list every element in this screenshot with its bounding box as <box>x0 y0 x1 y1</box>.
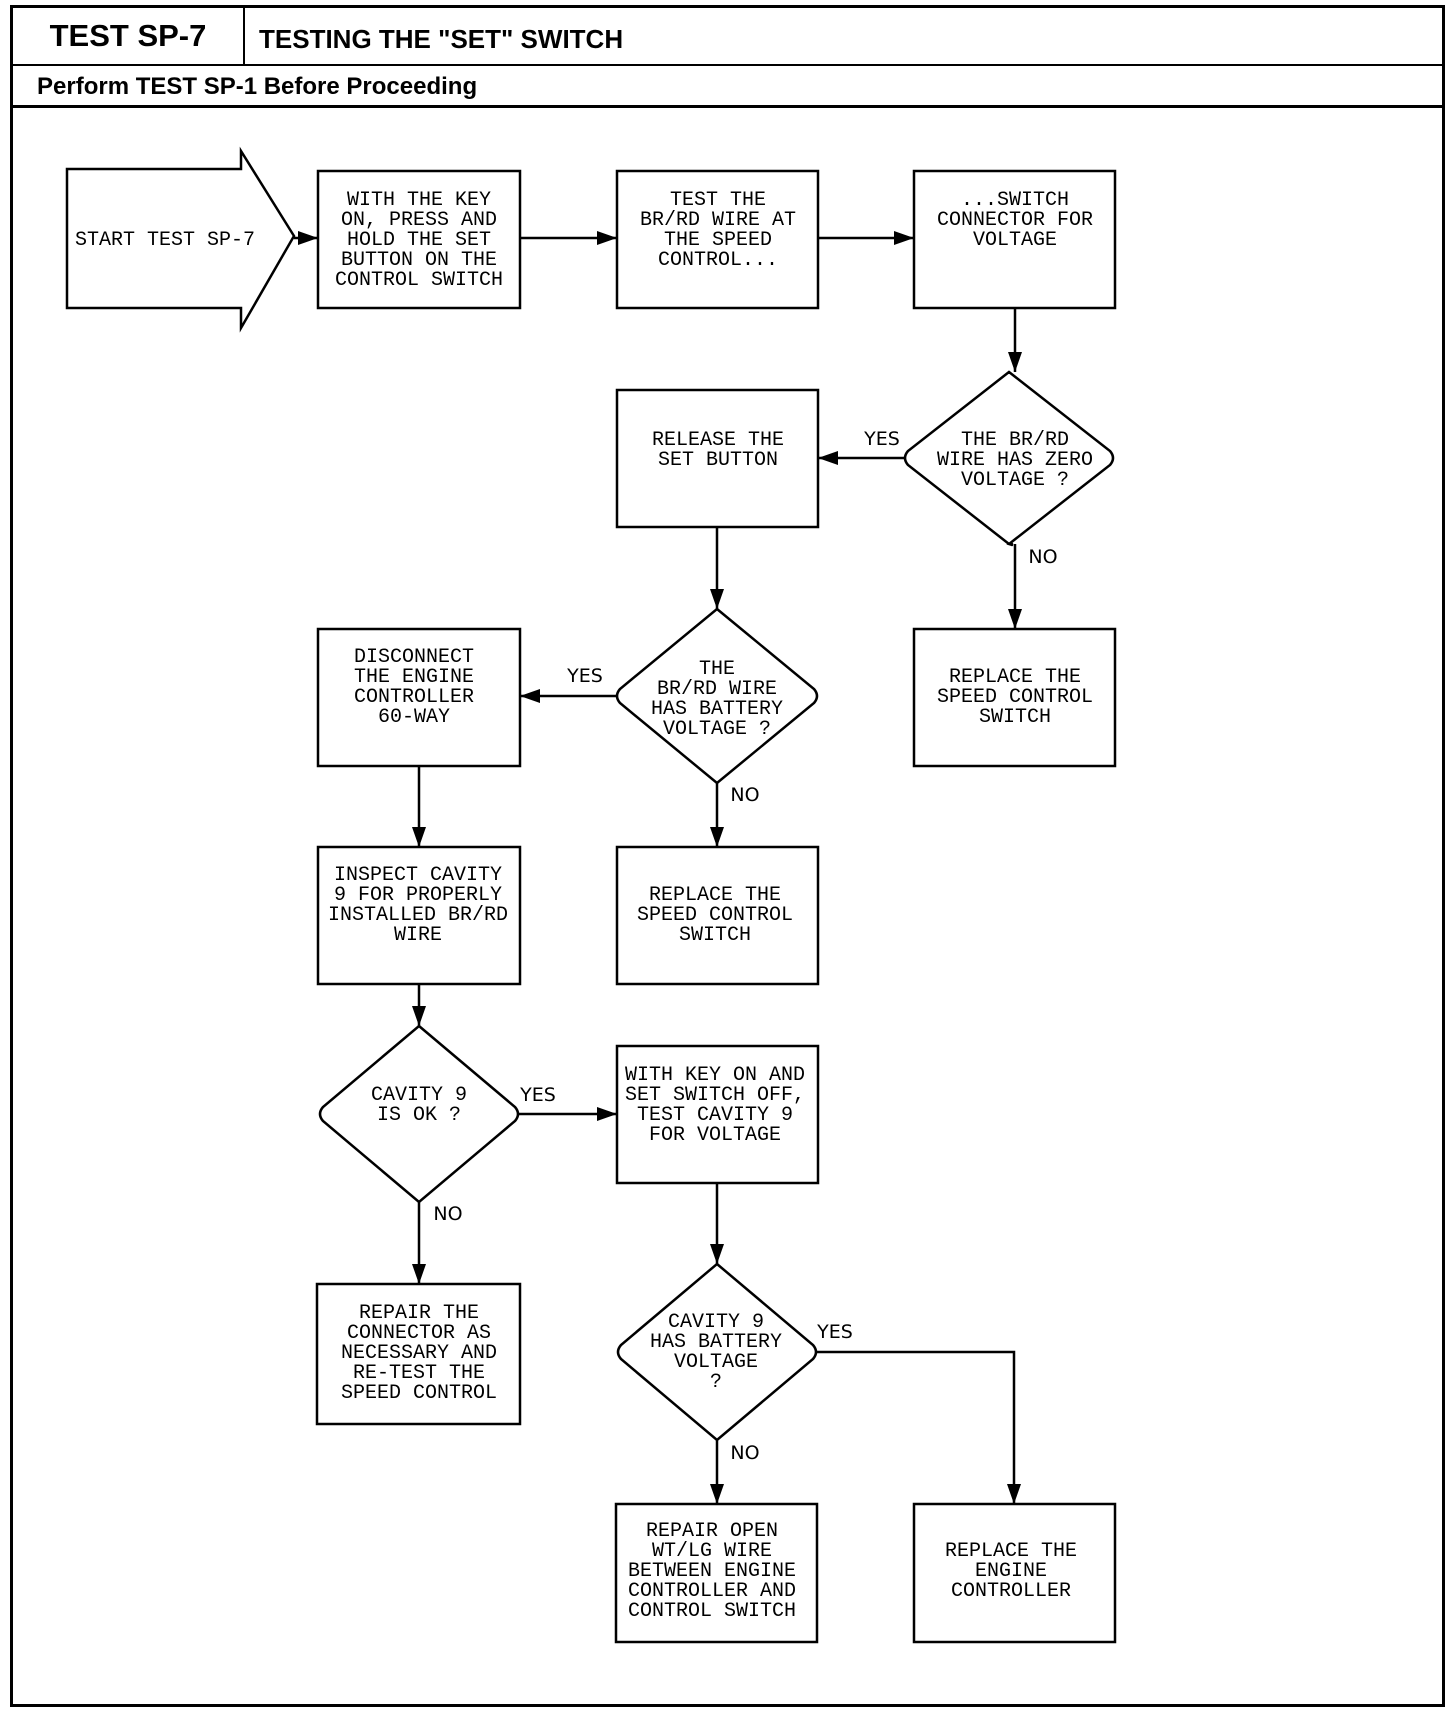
node-text-line: INSPECT CAVITY <box>334 864 502 887</box>
node-text-line: NECESSARY AND <box>341 1342 497 1365</box>
node-text-line: VOLTAGE ? <box>961 469 1069 492</box>
node-text-line: 9 FOR PROPERLY <box>334 884 502 907</box>
node-text-line: CONTROLLER <box>354 686 474 709</box>
label-yes-battery: YES <box>566 665 603 687</box>
label-yes-zero: YES <box>863 428 900 450</box>
label-yes-cavity: YES <box>519 1084 556 1106</box>
node-text-line: CONTROL... <box>658 249 778 272</box>
diamond-zero-voltage <box>903 370 1115 547</box>
node-text-line: CAVITY 9 <box>668 1311 764 1334</box>
node-text-line: SET BUTTON <box>658 449 778 472</box>
node-text-line: RELEASE THE <box>652 429 784 452</box>
node-text-line: SWITCH <box>679 924 751 947</box>
node-text-line: ENGINE <box>975 1560 1047 1583</box>
node-text-line: DISCONNECT <box>354 646 474 669</box>
node-text-line: SPEED CONTROL <box>937 686 1093 709</box>
text-start: START TEST SP-7 <box>75 229 255 252</box>
box-press-set <box>316 169 522 310</box>
node-text-line: REPLACE THE <box>649 884 781 907</box>
node-text-line: CONTROLLER <box>951 1580 1071 1603</box>
node-text-line: CONNECTOR FOR <box>937 209 1093 232</box>
node-text-line: WIRE HAS ZERO <box>937 449 1093 472</box>
node-text-line: ...SWITCH <box>961 189 1069 212</box>
node-text-line: TEST CAVITY 9 <box>637 1104 793 1127</box>
prerequisite-note: Perform TEST SP-1 Before Proceeding <box>37 73 478 100</box>
node-text-line: WIRE <box>394 924 442 947</box>
node-text-line: THE <box>699 658 735 681</box>
node-text-line: START TEST SP-7 <box>75 229 255 252</box>
node-text-line: REPAIR THE <box>359 1302 479 1325</box>
node-text-line: RE-TEST THE <box>353 1362 485 1385</box>
node-text-line: HAS BATTERY <box>650 1331 782 1354</box>
node-text-line: 60-WAY <box>378 706 450 729</box>
node-text-line: SPEED CONTROL <box>637 904 793 927</box>
node-text-line: REPLACE THE <box>945 1540 1077 1563</box>
node-text-line: TEST THE <box>670 189 766 212</box>
node-text-line: IS OK ? <box>377 1104 461 1127</box>
node-text-line: THE BR/RD <box>961 429 1069 452</box>
page-frame: TEST SP-7 TESTING THE "SET" SWITCH Perfo… <box>10 5 1445 1707</box>
prerequisite-row: Perform TEST SP-1 Before Proceeding <box>13 66 1442 108</box>
label-no-cavity: NO <box>433 1203 462 1225</box>
node-text-line: VOLTAGE ? <box>663 718 771 741</box>
node-text-line: BR/RD WIRE AT <box>640 209 796 232</box>
node-text-line: CONNECTOR AS <box>347 1322 491 1345</box>
node-text-line: HOLD THE SET <box>347 229 491 252</box>
node-text-line: HAS BATTERY <box>651 698 783 721</box>
node-text-line: THE ENGINE <box>354 666 474 689</box>
node-text-line: WITH KEY ON AND <box>625 1064 805 1087</box>
node-text-line: CONTROL SWITCH <box>628 1600 796 1623</box>
node-text-line: WITH THE KEY <box>347 189 491 212</box>
node-text-line: REPLACE THE <box>949 666 1081 689</box>
node-text-line: SPEED CONTROL <box>341 1382 497 1405</box>
label-no-cavbatt: NO <box>730 1442 759 1464</box>
node-text-line: SET SWITCH OFF, <box>625 1084 805 1107</box>
node-text-line: WT/LG WIRE <box>652 1540 772 1563</box>
node-text-line: CAVITY 9 <box>371 1084 467 1107</box>
node-text-line: BR/RD WIRE <box>657 678 777 701</box>
test-id: TEST SP-7 <box>13 8 245 64</box>
node-text-line: SWITCH <box>979 706 1051 729</box>
header-row: TEST SP-7 TESTING THE "SET" SWITCH <box>13 8 1442 66</box>
start-arrow-shape <box>65 146 296 333</box>
label-no-zero: NO <box>1028 546 1057 568</box>
node-text-line: FOR VOLTAGE <box>649 1124 781 1147</box>
node-text-line: BUTTON ON THE <box>341 249 497 272</box>
node-text-line: THE SPEED <box>664 229 772 252</box>
node-text-line: VOLTAGE <box>973 229 1057 252</box>
node-text-line: VOLTAGE <box>674 1351 758 1374</box>
edge-cavbatt-yes-to-controller <box>817 1350 1021 1504</box>
node-text-line: ON, PRESS AND <box>341 209 497 232</box>
node-text-line: ? <box>710 1371 722 1394</box>
node-text-line: INSTALLED BR/RD <box>328 904 508 927</box>
node-text-line: REPAIR OPEN <box>646 1520 778 1543</box>
node-text-line: CONTROL SWITCH <box>335 269 503 292</box>
label-no-battery: NO <box>730 784 759 806</box>
test-title: TESTING THE "SET" SWITCH <box>259 24 624 54</box>
node-text-line: CONTROLLER AND <box>628 1580 796 1603</box>
label-yes-cavbatt: YES <box>816 1321 853 1343</box>
node-text-line: BETWEEN ENGINE <box>628 1560 796 1583</box>
box-test-br-rd <box>615 169 820 310</box>
